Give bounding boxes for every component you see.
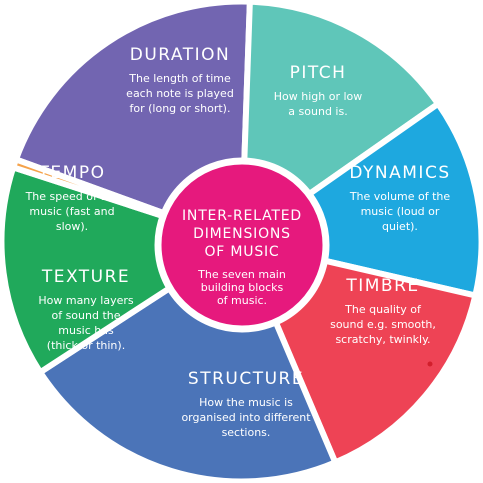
segment-desc-timbre: sound e.g. smooth,	[330, 318, 436, 331]
segment-title-tempo: TEMPO	[38, 163, 106, 183]
segment-desc-duration: each note is played	[126, 87, 234, 100]
segment-desc-tempo: music (fast and	[29, 205, 114, 218]
center-desc-line: The seven main	[197, 268, 286, 281]
center-title-line: OF MUSIC	[204, 244, 279, 260]
segment-desc-texture: of sound the	[51, 309, 120, 322]
segment-desc-tempo: The speed of the	[25, 190, 119, 203]
segment-desc-duration: for (long or short).	[130, 102, 231, 115]
segment-title-texture: TEXTURE	[41, 267, 130, 287]
segment-title-dynamics: DYNAMICS	[349, 163, 450, 183]
segment-desc-dynamics: quiet).	[382, 220, 418, 233]
segment-desc-structure: organised into different	[181, 411, 311, 424]
center-desc-line: building blocks	[201, 281, 284, 294]
segment-desc-structure: sections.	[222, 426, 271, 439]
segment-title-duration: DURATION	[130, 45, 230, 65]
center-title-line: INTER-RELATED	[182, 208, 302, 224]
segment-desc-timbre: The quality of	[344, 303, 422, 316]
segment-title-structure: STRUCTURE	[188, 369, 304, 389]
segment-desc-texture: (thick or thin).	[47, 339, 125, 352]
segment-labels-layer: DURATION The length of time each note is p…	[25, 45, 451, 439]
segment-title-pitch: PITCH	[290, 63, 347, 83]
segment-title-timbre: TIMBRE	[345, 276, 419, 296]
segment-desc-dynamics: The volume of the	[349, 190, 451, 203]
segment-desc-timbre: scratchy, twinkly.	[335, 333, 430, 346]
timbre-dot	[427, 361, 433, 367]
segment-desc-pitch: a sound is.	[288, 105, 347, 118]
segment-desc-texture: music has	[58, 324, 114, 337]
center-hub: INTER-RELATED DIMENSIONS OF MUSIC The seven…	[154, 157, 330, 333]
segment-desc-dynamics: music (loud or	[361, 205, 440, 218]
segment-desc-structure: How the music is	[199, 396, 293, 409]
segment-desc-duration: The length of time	[128, 72, 231, 85]
center-circle	[154, 157, 330, 333]
segment-desc-tempo: slow).	[56, 220, 88, 233]
segment-texture	[0, 164, 245, 376]
center-desc-line: of music.	[217, 294, 267, 307]
segment-desc-pitch: How high or low	[274, 90, 363, 103]
segment-desc-texture: How many layers	[38, 294, 134, 307]
center-title-line: DIMENSIONS	[193, 226, 291, 242]
